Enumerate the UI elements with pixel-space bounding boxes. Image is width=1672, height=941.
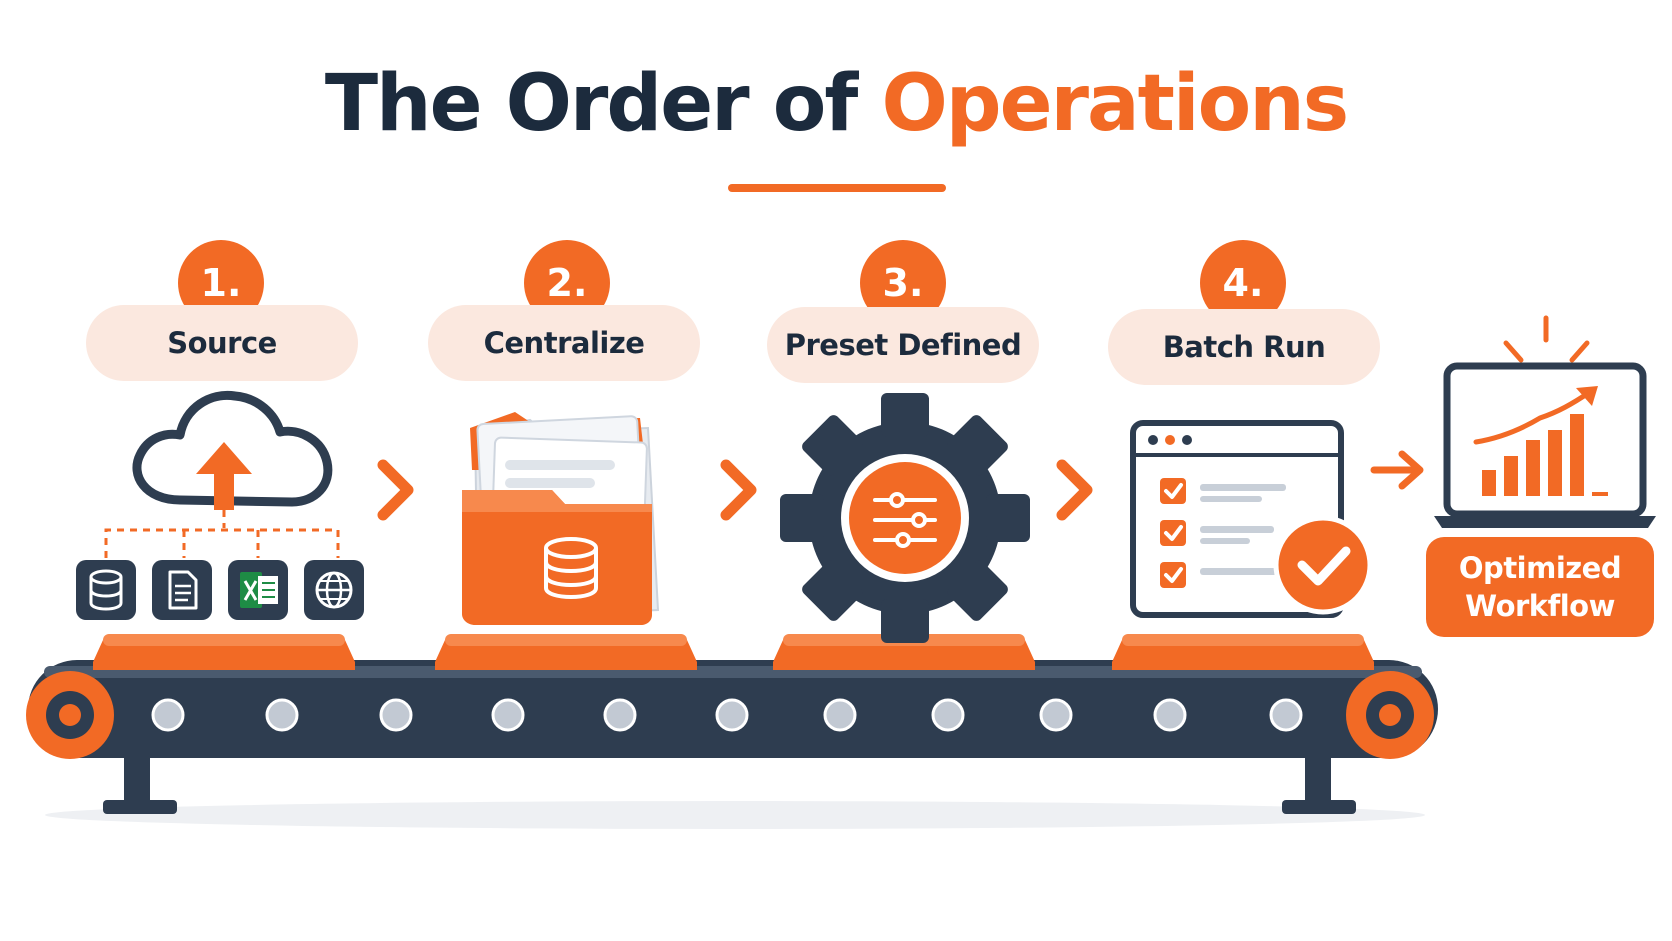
step-2-label-text: Centralize bbox=[483, 326, 645, 360]
step-2-label: Centralize bbox=[428, 305, 700, 381]
step-3-label: Preset Defined bbox=[767, 307, 1039, 383]
step-3-number-text: 3. bbox=[882, 261, 924, 305]
step-4-label-text: Batch Run bbox=[1162, 330, 1326, 364]
result-line-1: Optimized bbox=[1458, 551, 1622, 585]
step-4-label: Batch Run bbox=[1108, 309, 1380, 385]
chevron-right-icon bbox=[377, 459, 414, 521]
chevron-right-icon bbox=[1056, 459, 1093, 521]
title-underline bbox=[728, 184, 946, 192]
step-1-label-text: Source bbox=[167, 326, 277, 360]
excel-icon bbox=[228, 560, 288, 620]
gear-settings-icon bbox=[780, 393, 1030, 643]
globe-icon bbox=[304, 560, 364, 620]
arrow-right-icon bbox=[1370, 450, 1424, 490]
database-icon bbox=[76, 560, 136, 620]
step-3-label-text: Preset Defined bbox=[784, 328, 1022, 362]
step-2-number-text: 2. bbox=[546, 261, 588, 305]
folder-database-icon bbox=[462, 412, 660, 625]
step-4-number-text: 4. bbox=[1222, 261, 1264, 305]
chevron-right-icon bbox=[720, 459, 757, 521]
source-connector-lines bbox=[104, 510, 340, 558]
page-title: The Order of Operations bbox=[0, 58, 1672, 152]
title-main: The Order of bbox=[324, 59, 858, 149]
title-accent: Operations bbox=[881, 59, 1349, 149]
check-badge-icon bbox=[1273, 515, 1373, 615]
cloud-upload-icon bbox=[132, 390, 333, 510]
floor-shadow bbox=[45, 801, 1425, 829]
result-label: Optimized Workflow bbox=[1426, 537, 1654, 637]
document-icon bbox=[152, 560, 212, 620]
laptop-growth-chart-icon bbox=[1434, 315, 1656, 528]
conveyor-leg-right bbox=[1282, 750, 1356, 814]
step-1-number-text: 1. bbox=[200, 261, 242, 305]
conveyor-leg-left bbox=[103, 750, 177, 814]
belt-platform-1 bbox=[93, 634, 355, 670]
conveyor-rollers bbox=[151, 698, 1303, 732]
step-1-label: Source bbox=[86, 305, 358, 381]
result-line-2: Workflow bbox=[1465, 589, 1615, 623]
conveyor-wheel-right bbox=[1346, 671, 1434, 759]
conveyor-wheel-left bbox=[26, 671, 114, 759]
belt-platform-4 bbox=[1112, 634, 1374, 670]
belt-platform-2 bbox=[435, 634, 697, 670]
